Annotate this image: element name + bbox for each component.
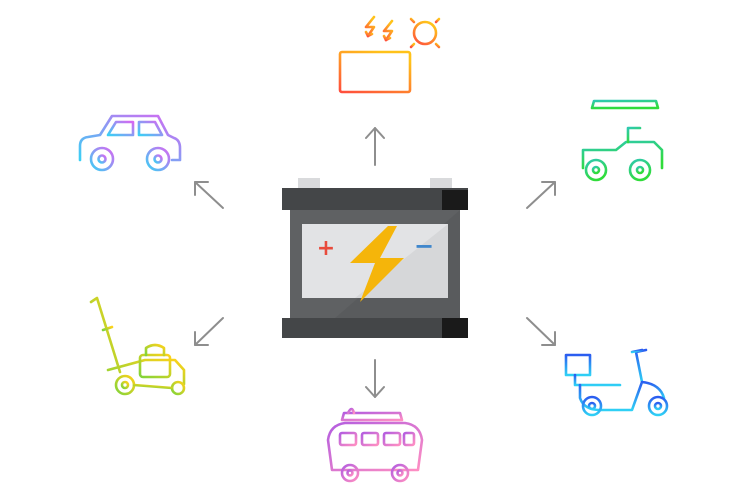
solar-panel-icon — [338, 11, 447, 113]
arrow-top — [365, 127, 385, 166]
lightning-bolt-icon — [350, 226, 404, 302]
arrow-top-left — [194, 181, 224, 209]
battery-top — [282, 188, 468, 210]
golf-cart-icon — [581, 99, 664, 182]
arrow-bottom-right — [526, 317, 556, 346]
battery-terminal-right — [442, 190, 468, 210]
lawn-mower-icon — [89, 296, 186, 396]
battery-icon: + − — [282, 178, 468, 338]
scooter-icon — [564, 348, 669, 417]
battery-cap-left — [298, 178, 320, 190]
positive-symbol: + — [317, 236, 335, 261]
battery-foot-right — [442, 318, 468, 338]
negative-symbol: − — [414, 232, 434, 260]
arrow-top-right — [526, 181, 556, 209]
arrow-bottom — [365, 359, 385, 398]
camper-van-icon — [326, 407, 424, 483]
car-icon — [78, 114, 182, 172]
battery-bottom — [282, 318, 468, 338]
battery-cap-right — [430, 178, 452, 190]
arrow-bottom-left — [194, 317, 224, 346]
arrows — [194, 127, 556, 398]
